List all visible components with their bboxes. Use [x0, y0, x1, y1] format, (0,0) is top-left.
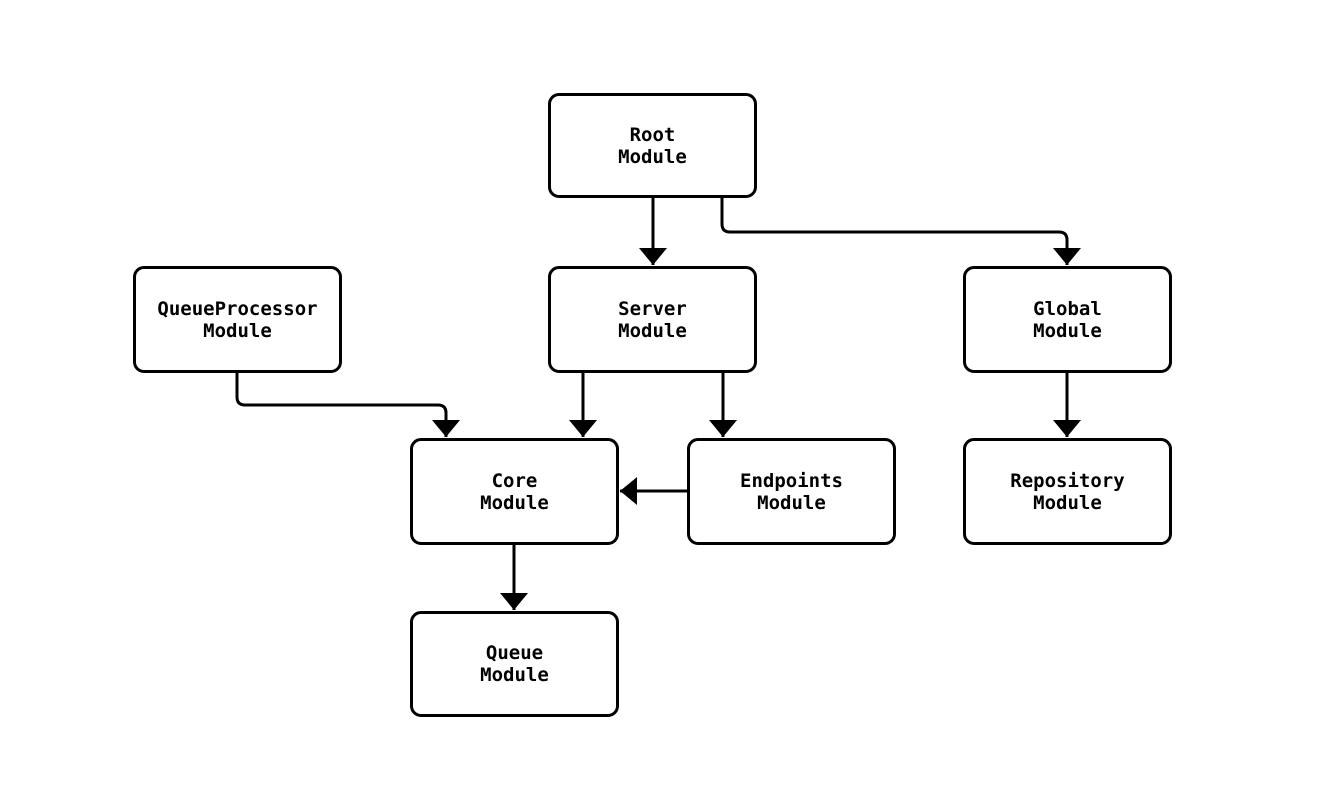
edge-root-to-global	[720, 198, 1081, 265]
node-root-module-label: Root Module	[618, 123, 687, 168]
node-server-module: Server Module	[548, 266, 757, 373]
node-server-module-label: Server Module	[618, 297, 687, 342]
edge-queueprocessor-to-core	[235, 373, 460, 437]
node-queueprocessor-module-label: QueueProcessor Module	[157, 297, 318, 342]
node-queue-module: Queue Module	[410, 611, 619, 717]
node-queue-module-label: Queue Module	[480, 642, 549, 686]
node-endpoints-module-label: Endpoints Module	[740, 469, 843, 514]
node-root-module: Root Module	[548, 93, 757, 198]
node-global-module-label: Global Module	[1033, 297, 1102, 342]
node-core-module: Core Module	[410, 438, 619, 545]
node-queueprocessor-module: QueueProcessor Module	[133, 266, 342, 373]
node-repository-module-label: Repository Module	[1010, 469, 1125, 514]
node-global-module: Global Module	[963, 266, 1172, 373]
node-repository-module: Repository Module	[963, 438, 1172, 545]
node-endpoints-module: Endpoints Module	[687, 438, 896, 545]
node-core-module-label: Core Module	[480, 469, 549, 514]
